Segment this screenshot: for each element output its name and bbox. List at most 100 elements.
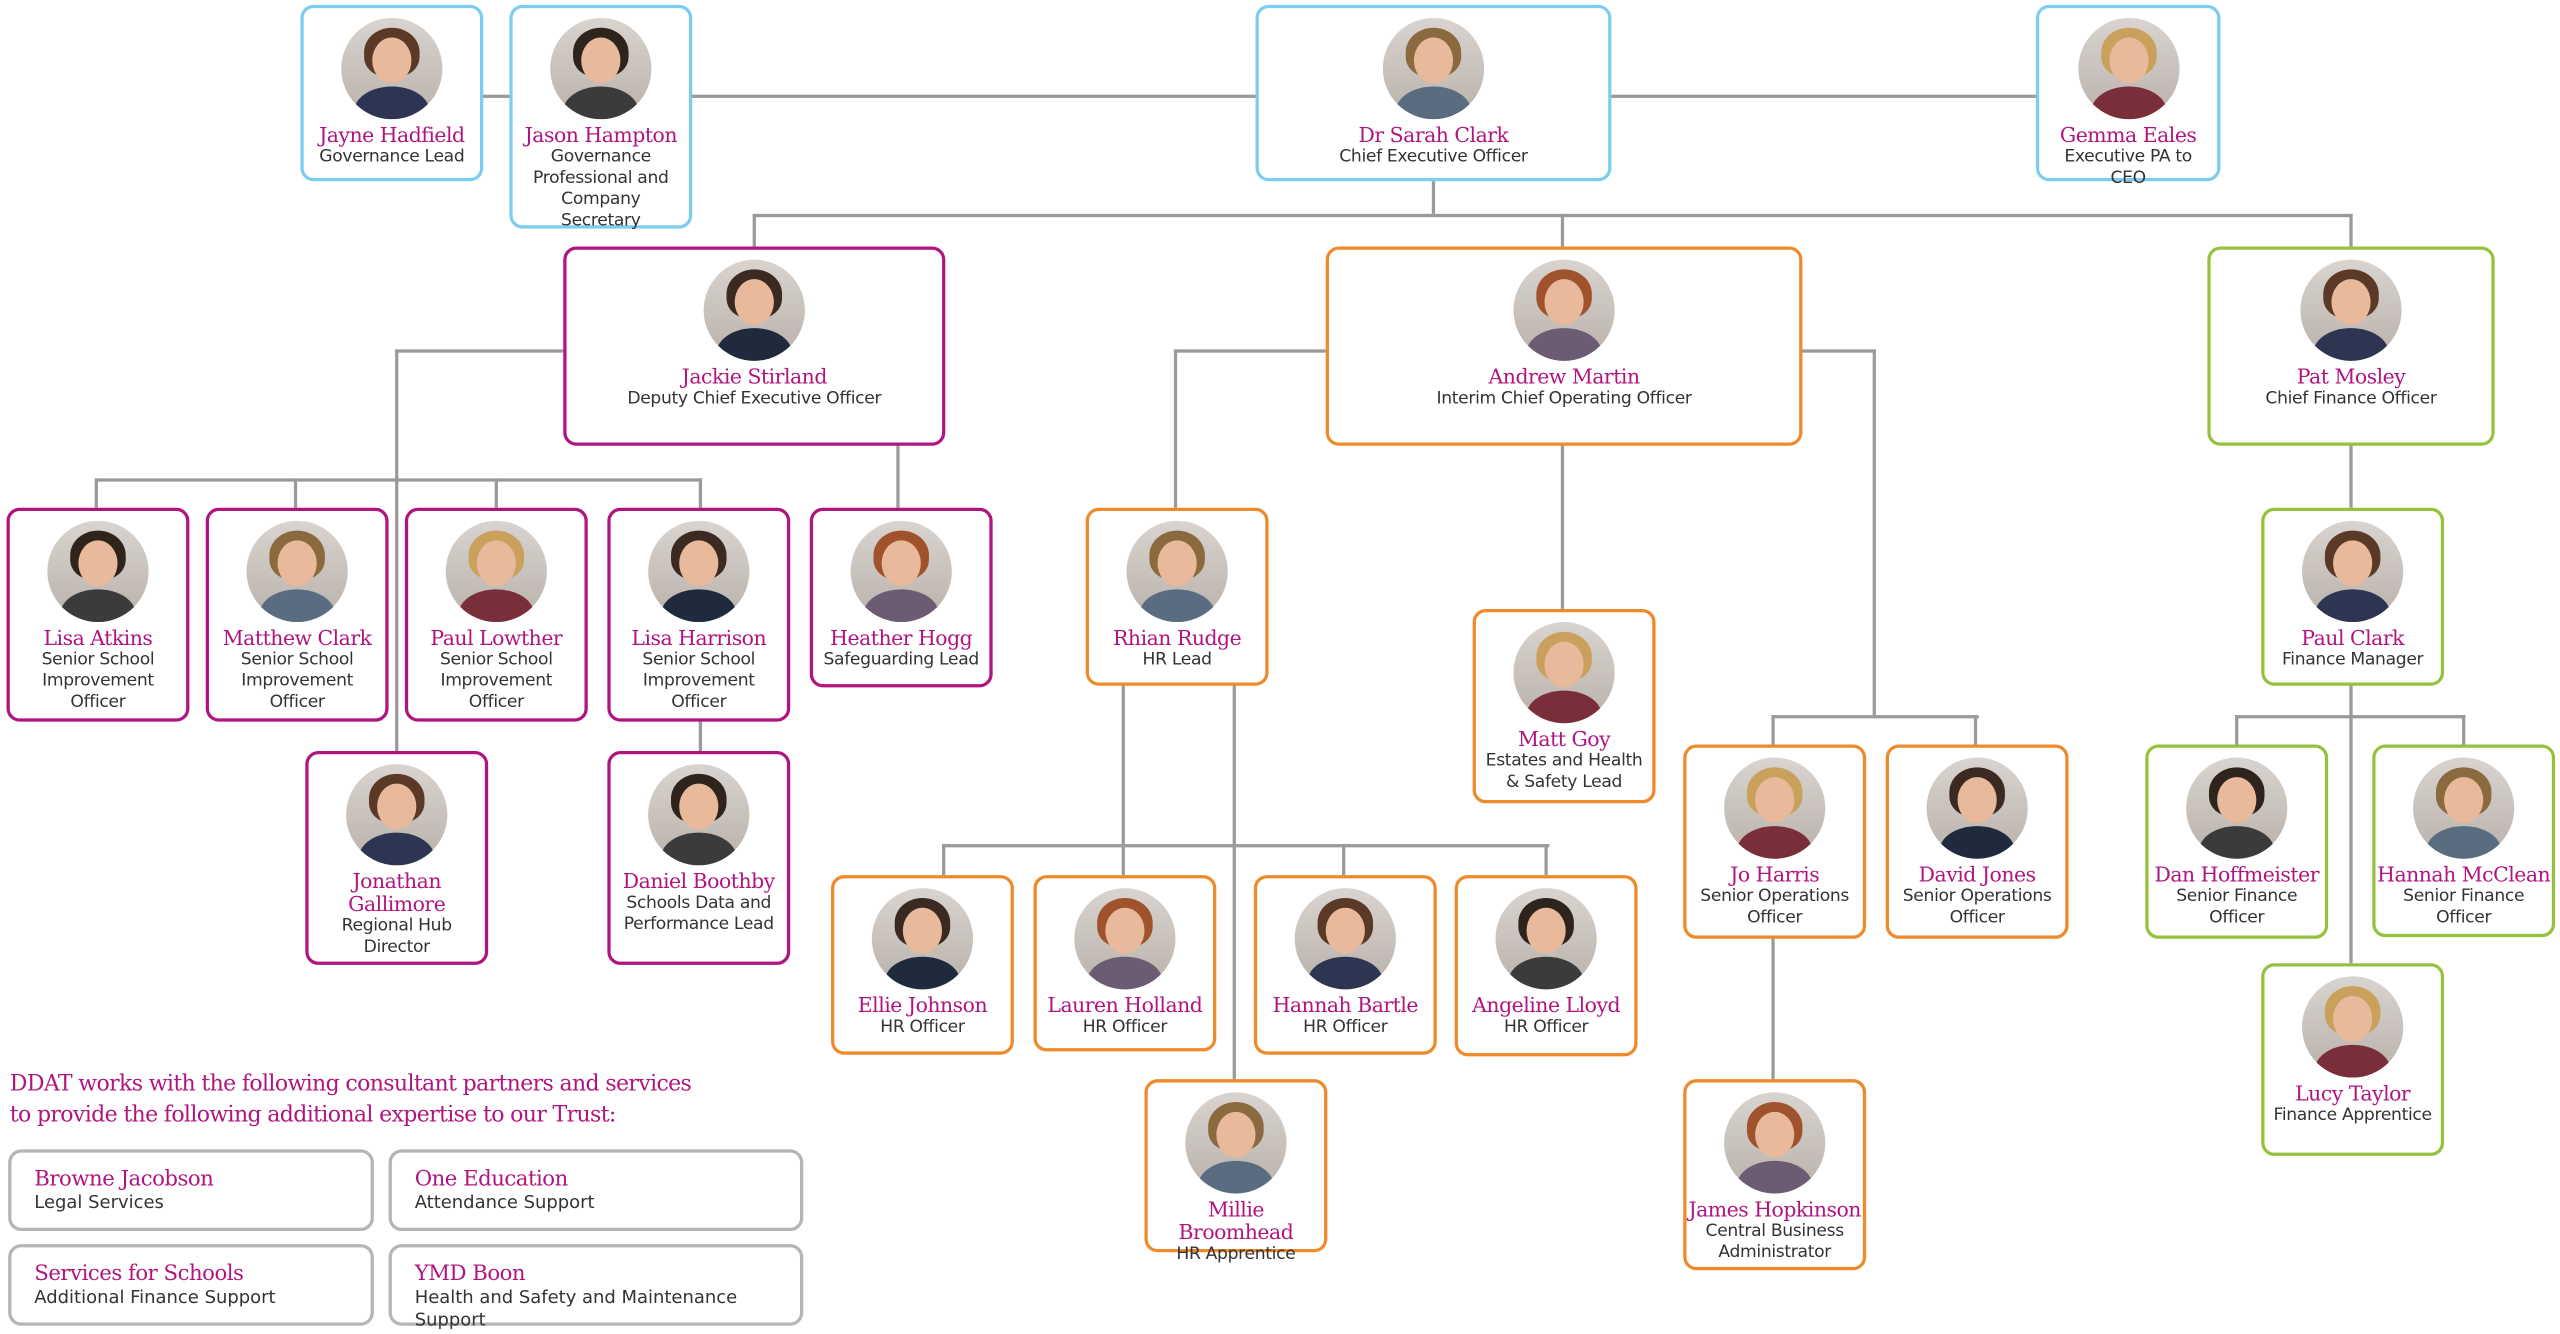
staff-name: Jackie Stirland — [681, 364, 828, 389]
staff-role: HR Apprentice — [1176, 1244, 1296, 1264]
staff-role: Senior Operations Officer — [1700, 886, 1850, 928]
staff-role: HR Officer — [1082, 1017, 1168, 1037]
staff-name: Paul Clark — [2301, 625, 2404, 650]
staff-role: Senior Finance Officer — [2176, 886, 2298, 928]
connector-line — [2235, 715, 2239, 745]
avatar — [1074, 888, 1176, 990]
connector-line — [1872, 349, 1876, 716]
avatar — [346, 764, 448, 866]
staff-role: Executive PA to CEO — [2064, 146, 2192, 188]
staff-name: Daniel Boothby — [622, 868, 775, 894]
staff-role: Finance Apprentice — [2273, 1105, 2433, 1125]
staff-name: Hannah McClean — [2377, 862, 2551, 887]
staff-role: Senior School Improvement Officer — [439, 649, 553, 712]
staff-name: Pat Mosley — [2296, 364, 2406, 389]
connector-line — [698, 719, 703, 752]
connector-line — [752, 213, 2353, 218]
staff-role: Senior School Improvement Officer — [240, 649, 354, 712]
staff-name: Dan Hoffmeister — [2154, 862, 2319, 887]
avatar — [850, 520, 952, 623]
connector-line — [1973, 715, 1978, 745]
avatar — [47, 520, 149, 623]
connector-line — [1121, 684, 1125, 845]
avatar — [550, 17, 652, 120]
staff-name: Jo Harris — [1730, 862, 1820, 887]
connector-line — [1342, 844, 1346, 876]
avatar — [703, 259, 805, 361]
staff-name: Matt Goy — [1517, 726, 1611, 752]
partner-service: Additional Finance Support — [34, 1286, 276, 1308]
staff-role: Senior School Improvement Officer — [642, 649, 756, 712]
staff-name: Dr Sarah Clark — [1358, 122, 1509, 147]
partners-intro: DDAT works with the following consultant… — [9, 1071, 692, 1129]
avatar — [1294, 888, 1396, 990]
staff-name: Lisa Atkins — [43, 625, 153, 650]
avatar — [2413, 757, 2515, 859]
staff-name: Ellie Johnson — [857, 992, 988, 1018]
connector-line — [1771, 715, 1775, 745]
staff-name: Lucy Taylor — [2295, 1080, 2411, 1106]
connector-line — [395, 349, 399, 752]
connector-line — [1232, 684, 1236, 1080]
partner-name: One Education — [414, 1167, 569, 1192]
connector-line — [94, 478, 703, 482]
staff-role: Regional Hub Director — [341, 915, 452, 957]
staff-name: Millie Broomhead — [1178, 1196, 1294, 1245]
connector-line — [2235, 715, 2466, 719]
avatar — [648, 520, 750, 623]
staff-name: Gemma Eales — [2059, 122, 2197, 147]
connector-line — [1800, 349, 1876, 353]
avatar — [2186, 757, 2288, 859]
staff-role: HR Officer — [1503, 1017, 1589, 1037]
staff-role: Senior Finance Officer — [2403, 886, 2525, 928]
partner-service: Attendance Support — [414, 1191, 595, 1214]
staff-name: James Hopkinson — [1688, 1196, 1861, 1222]
avatar — [1926, 757, 2028, 859]
connector-line — [752, 213, 756, 247]
avatar — [2077, 17, 2179, 120]
staff-role: Governance Lead — [319, 146, 465, 167]
connector-line — [395, 349, 564, 353]
connector-line — [1544, 844, 1548, 876]
connector-line — [1560, 444, 1565, 609]
staff-role: Governance Professional and Company Secr… — [533, 146, 669, 231]
staff-role: Schools Data and Performance Lead — [623, 893, 774, 934]
partner-service: Legal Services — [34, 1191, 164, 1214]
staff-role: Safeguarding Lead — [823, 649, 979, 670]
staff-role: Senior School Improvement Officer — [41, 649, 155, 712]
staff-role: HR Officer — [880, 1017, 965, 1037]
connector-line — [481, 94, 1256, 98]
staff-name: Paul Lowther — [430, 625, 563, 650]
staff-name: Jayne Hadfield — [319, 122, 465, 147]
staff-role: Central Business Administrator — [1705, 1221, 1845, 1263]
avatar — [1126, 520, 1228, 623]
connector-line — [942, 844, 946, 876]
staff-name: Hannah Bartle — [1272, 992, 1419, 1018]
staff-name: Angeline Lloyd — [1472, 992, 1621, 1018]
connector-line — [1771, 937, 1775, 1080]
staff-name: Lisa Harrison — [631, 625, 767, 650]
connector-line — [293, 478, 298, 508]
connector-line — [1121, 844, 1125, 876]
partner-name: Services for Schools — [34, 1262, 244, 1287]
staff-role: Chief Executive Officer — [1339, 146, 1528, 167]
avatar — [445, 520, 547, 623]
avatar — [341, 17, 443, 120]
partner-name: YMD Boon — [414, 1262, 526, 1287]
avatar — [1513, 622, 1615, 724]
